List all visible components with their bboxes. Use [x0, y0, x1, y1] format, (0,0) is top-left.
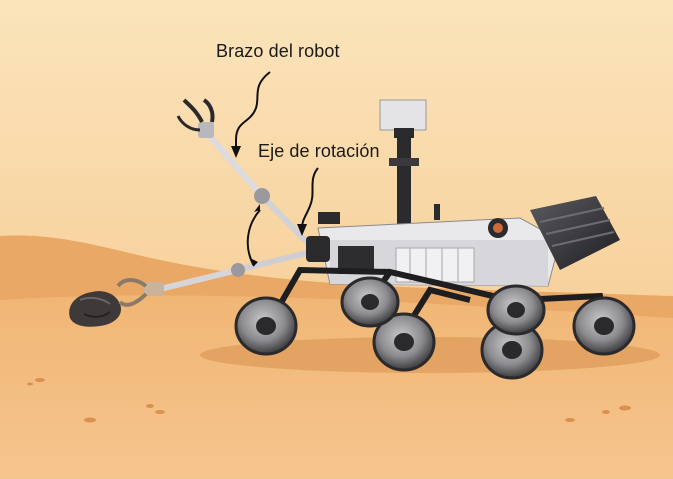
wheel-rear-right: [574, 298, 634, 354]
rotation-axis-label: Eje de rotación: [258, 141, 380, 162]
wheel-front-right: [342, 278, 398, 326]
wheel-mid-right: [488, 286, 544, 334]
robot-arm-label: Brazo del robot: [216, 41, 340, 62]
wheel-front-left: [236, 298, 296, 354]
